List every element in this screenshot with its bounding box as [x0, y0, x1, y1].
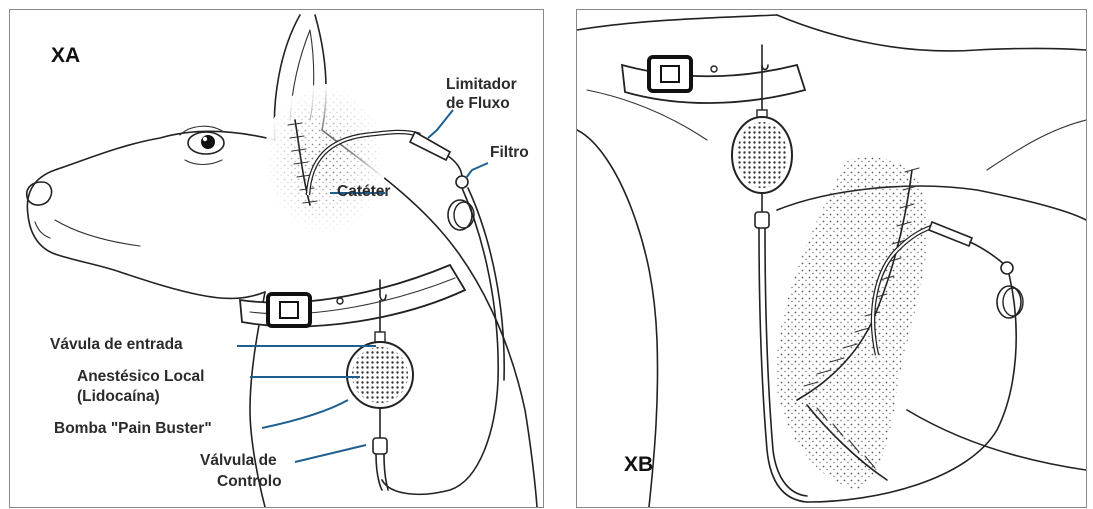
eye-pupil [201, 135, 215, 149]
shaved-area [776, 157, 927, 490]
label-control-valve-line1: Válvula de [200, 451, 277, 470]
belly-line [907, 410, 1086, 470]
panel-title-xa: XA [51, 44, 80, 68]
nose-outline [27, 182, 52, 205]
dog-body-illustration [577, 10, 1086, 507]
panel-xa: XA Limitador de Fluxo Filtro Catéter Váv… [9, 9, 544, 508]
neck-line [577, 130, 658, 507]
head-outline [577, 15, 777, 30]
control-valve [755, 212, 769, 228]
label-local-anesthetic-line1: Anestésico Local [77, 367, 205, 386]
label-pump: Bomba "Pain Buster" [54, 419, 212, 438]
inlet-valve [375, 332, 385, 342]
label-filter: Filtro [490, 143, 529, 162]
mouth-line [55, 220, 140, 246]
label-flow-limiter-line1: Limitador [446, 75, 517, 94]
label-flow-limiter-line2: de Fluxo [446, 94, 510, 113]
panel-title-xb: XB [624, 453, 653, 477]
label-inlet-valve: Vávula de entrada [50, 335, 183, 354]
label-control-valve-line2: Controlo [217, 472, 282, 491]
flow-limiter [929, 222, 972, 246]
tube-coil [997, 286, 1021, 318]
head-outline [27, 131, 275, 298]
back-line [777, 15, 1086, 51]
pump-hook [762, 45, 768, 70]
control-valve [373, 438, 387, 454]
filter-bead [1001, 262, 1013, 274]
label-catheter: Catéter [337, 182, 390, 201]
label-local-anesthetic-line2: (Lidocaína) [77, 387, 160, 406]
panel-xb: XB [576, 9, 1087, 508]
